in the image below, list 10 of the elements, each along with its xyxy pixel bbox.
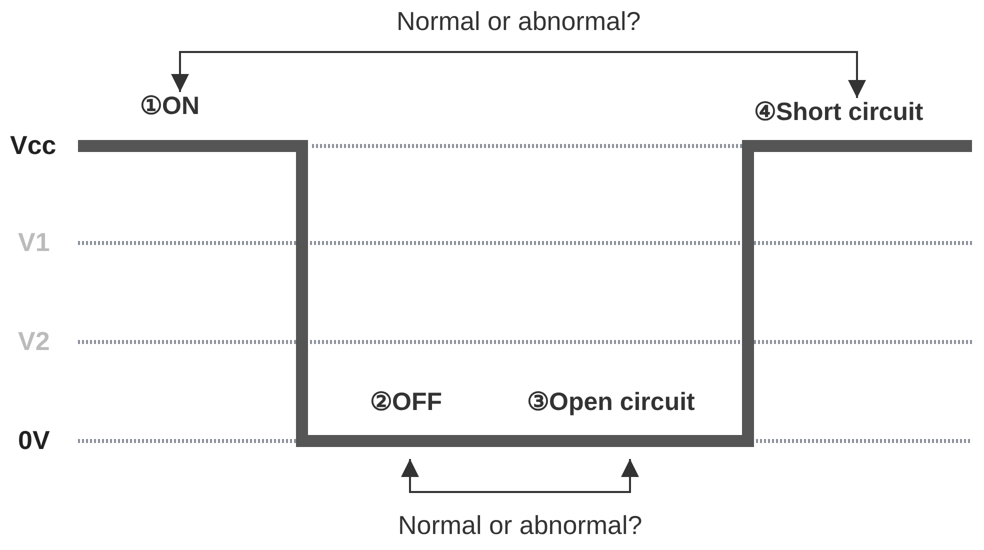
- state-label: ②OFF: [370, 390, 442, 415]
- voltage-level-label: Vcc: [10, 132, 56, 158]
- state-label: ①ON: [140, 94, 200, 119]
- voltage-level-label: 0V: [18, 427, 50, 453]
- state-label: ③Open circuit: [527, 390, 695, 415]
- state-label: ④Short circuit: [754, 100, 924, 125]
- bracket-arrow: [171, 51, 866, 98]
- bracket-arrow: [401, 459, 639, 493]
- voltage-level-label: V1: [18, 229, 50, 255]
- voltage-level-label: V2: [18, 328, 50, 354]
